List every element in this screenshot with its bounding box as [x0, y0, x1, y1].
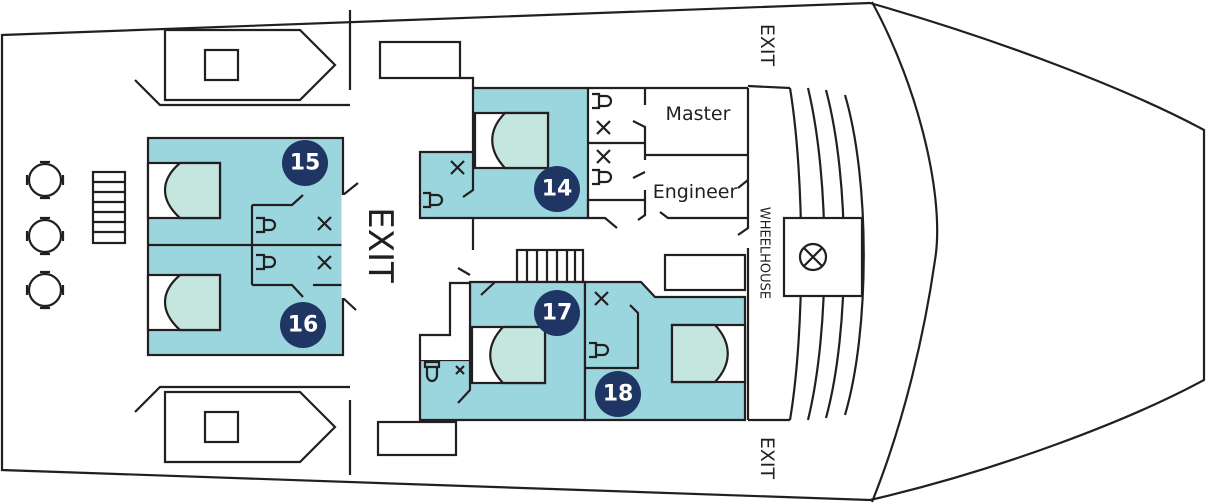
sink-x-icon [317, 216, 332, 270]
bed-icon [670, 323, 747, 384]
svg-text:17: 17 [542, 301, 573, 326]
sink-x-icon [594, 291, 609, 306]
stairs-icon [91, 170, 127, 245]
compass-icon [798, 242, 828, 272]
bed-icon [473, 111, 550, 170]
toilet-icon [423, 191, 444, 209]
bed-icon [146, 273, 222, 332]
bed-icon [470, 325, 547, 385]
sink-x-icon [596, 120, 611, 164]
svg-text:14: 14 [542, 177, 573, 202]
cabin-badge-14: 14 [534, 166, 580, 212]
table-icon [25, 160, 65, 310]
cabin-badge-15: 15 [282, 140, 328, 186]
svg-text:15: 15 [290, 151, 321, 176]
engineer-cabin-label: Engineer [653, 181, 738, 203]
wheelhouse-console [747, 84, 865, 422]
cabin-badge-17: 17 [534, 290, 580, 336]
lifeboat-icon [134, 10, 352, 107]
sink-x-icon [450, 160, 465, 175]
cabin-badge-16: 16 [280, 302, 326, 348]
storage-box [376, 420, 458, 457]
toilet-icon [423, 360, 441, 383]
exit-label-bottom: EXIT [756, 437, 778, 480]
cabin-badge-18: 18 [595, 371, 641, 417]
stairs-icon [515, 248, 585, 284]
toilet-icon [589, 341, 610, 359]
storage-box [663, 253, 747, 292]
toilet-icon [256, 216, 277, 271]
exit-label-middle: EXIT [360, 207, 400, 283]
bed-icon [146, 161, 222, 220]
storage-box [378, 40, 462, 80]
svg-text:16: 16 [288, 313, 319, 338]
svg-text:18: 18 [603, 382, 634, 407]
wheelhouse-label: WHEELHOUSE [757, 207, 772, 299]
exit-label-top: EXIT [756, 24, 778, 67]
toilet-icon [592, 92, 613, 186]
sink-x-icon [455, 365, 465, 375]
master-cabin-label: Master [666, 103, 731, 125]
lifeboat-icon [134, 385, 352, 475]
